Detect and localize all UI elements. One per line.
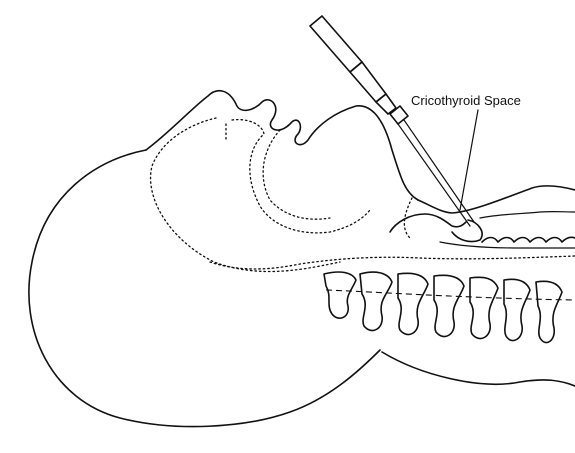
trachea-rings [482, 237, 575, 242]
vertebra-c4 [434, 275, 464, 336]
vertebra-c2 [360, 272, 392, 330]
syringe-barrel [310, 16, 362, 72]
label-leader-line [460, 110, 478, 210]
trachea-lower-wall [440, 242, 575, 248]
cricoid-cartilage [452, 220, 482, 242]
pharynx-outline [210, 256, 575, 269]
cricothyroid-space-label: Cricothyroid Space [411, 93, 521, 108]
syringe [310, 16, 474, 226]
neck-front [418, 186, 575, 213]
larynx-trachea [390, 212, 575, 248]
vertebra-c7 [536, 281, 562, 342]
vertebra-c6 [504, 279, 530, 340]
needle-shaft-a [398, 124, 470, 226]
neck-back [382, 352, 575, 386]
vertebra-c3 [398, 273, 428, 334]
face-profile [146, 91, 418, 200]
tongue-outline [232, 120, 370, 233]
trachea-upper-wall [480, 212, 575, 218]
cervical-spine [324, 272, 575, 343]
vertebra-c1 [324, 272, 356, 318]
needle-shaft-b [404, 120, 474, 222]
syringe-hub [350, 62, 386, 102]
vertebra-c5 [470, 277, 498, 338]
thyroid-cartilage [390, 214, 466, 232]
oral-cavity-outline [151, 118, 340, 272]
